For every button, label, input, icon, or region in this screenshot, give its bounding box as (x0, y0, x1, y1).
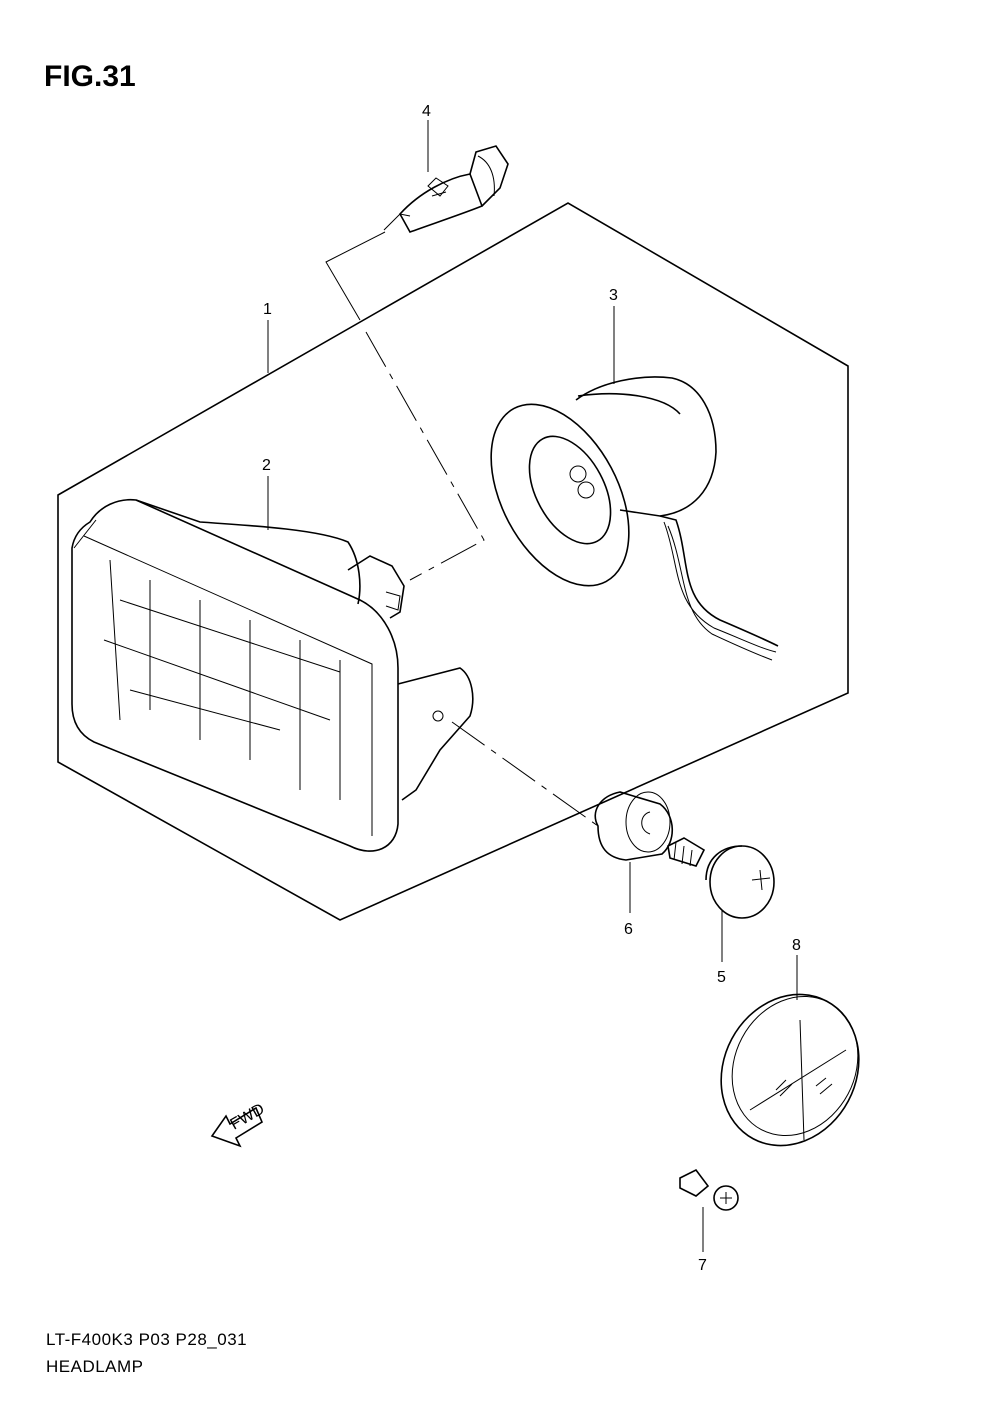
cushion-part-6 (594, 791, 673, 861)
part-label-4: 4 (422, 103, 431, 120)
part-label-8: 8 (792, 937, 801, 954)
cover-part-8 (720, 993, 860, 1147)
bolt-part-5 (667, 837, 775, 919)
fwd-arrow-icon: FWD (210, 1101, 268, 1148)
part-label-7: 7 (698, 1257, 707, 1274)
part-label-2: 2 (262, 457, 271, 474)
part-label-5: 5 (717, 969, 726, 986)
bulb-path-dashed (365, 331, 485, 581)
footer-model-code: LT-F400K3 P03 P28_031 (46, 1330, 248, 1349)
part-label-1: 1 (263, 301, 272, 318)
bulb-part-4 (383, 145, 509, 233)
screw-part-7 (679, 1168, 739, 1211)
figure-title: FIG.31 (44, 60, 136, 93)
part-label-3: 3 (609, 287, 618, 304)
assembly-outline (57, 202, 849, 921)
mount-path-dashed (451, 721, 599, 827)
footer-section-name: HEADLAMP (46, 1357, 144, 1376)
headlamp-unit-part-2 (71, 498, 474, 852)
bulb-path-line (325, 231, 386, 321)
fwd-label: FWD (228, 1101, 268, 1134)
part-label-6: 6 (624, 921, 633, 938)
socket-part-3 (490, 376, 779, 661)
